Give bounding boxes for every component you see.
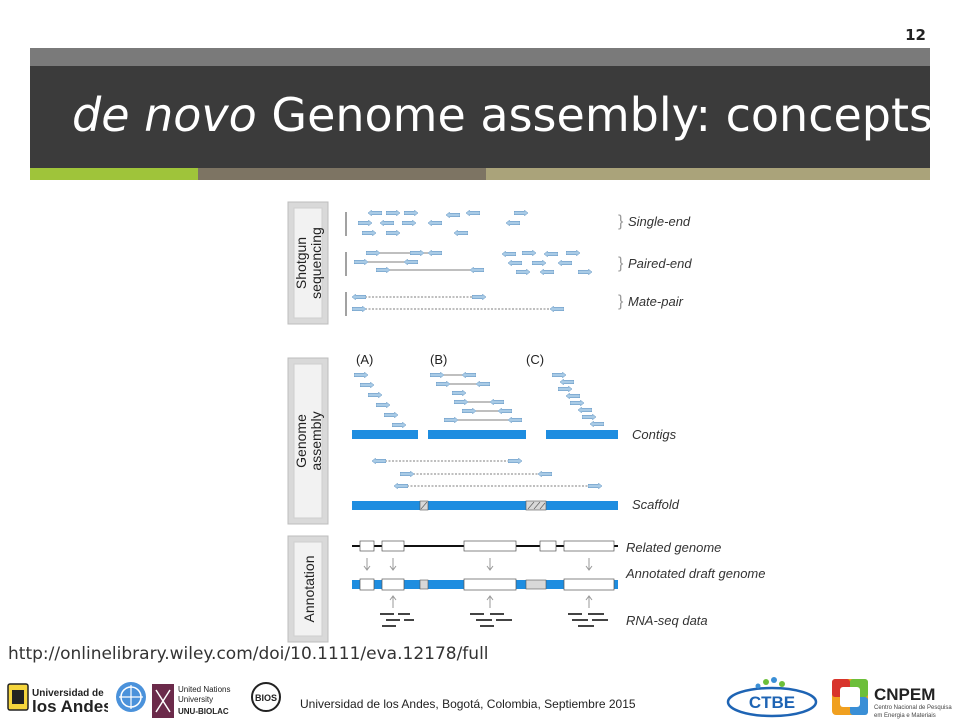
- title-rest: Genome assembly: concepts: [256, 88, 933, 142]
- scaffold-links: [372, 458, 602, 489]
- assembly-case-a: [354, 372, 406, 428]
- slide-title: de novo Genome assembly: concepts: [72, 88, 933, 142]
- title-italic: de novo: [72, 88, 257, 142]
- brace-mate-pair: }: [618, 293, 624, 310]
- footer-text: Universidad de los Andes, Bogotá, Colomb…: [300, 697, 636, 711]
- panel-shotgun: Shotgunsequencing: [287, 201, 329, 325]
- assembly-case-b: [430, 372, 522, 423]
- label-single-end: Single-end: [628, 214, 691, 229]
- panel-label-shotgun: Shotgunsequencing: [293, 227, 324, 299]
- label-rna-seq: RNA-seq data: [626, 613, 708, 628]
- paired-end-reads: Paired-end }: [345, 250, 692, 276]
- label-scaffold: Scaffold: [632, 497, 680, 512]
- panel-label-annotation: Annotation: [301, 556, 317, 623]
- assembly-case-labels: (A) (B) (C): [356, 352, 544, 367]
- accent-bar-khaki: [486, 168, 930, 180]
- mate-pair-reads: Mate-pair }: [345, 292, 684, 316]
- un-emblem-logo: [116, 682, 146, 712]
- case-c-label: (C): [526, 352, 544, 367]
- brace-single-end: }: [618, 213, 624, 230]
- genome-assembly-diagram: Shotgunsequencing Genomeassembly Annotat…: [287, 201, 766, 643]
- ctbe-logo-text: CTBE: [749, 693, 795, 712]
- slide-number: 12: [905, 26, 926, 44]
- cnpem-logo-sub2: em Energia e Materiais: [874, 713, 936, 719]
- source-link[interactable]: http://onlinelibrary.wiley.com/doi/10.11…: [8, 644, 489, 664]
- panel-label-assembly-1: Genome: [293, 414, 309, 468]
- label-related-genome: Related genome: [626, 540, 721, 555]
- uniandes-logo-line2: los Andes: [32, 697, 108, 716]
- unu-logo-line1: United Nations: [178, 685, 230, 694]
- annotation-arrows-up: [389, 595, 593, 608]
- label-annotated-draft-text: Annotated draft genome: [625, 566, 766, 581]
- case-a-label: (A): [356, 352, 373, 367]
- header-top-strip: [30, 48, 930, 66]
- label-mate-pair: Mate-pair: [628, 294, 684, 309]
- unu-logo-line3: UNU-BIOLAC: [178, 707, 229, 716]
- related-genome: Related genome: [352, 540, 721, 555]
- label-paired-end: Paired-end: [628, 256, 692, 271]
- header-band: [30, 66, 930, 168]
- assembly-case-c: [552, 372, 604, 427]
- panel-label-shotgun-2: sequencing: [308, 227, 324, 299]
- bios-logo-text: BIOS: [255, 693, 277, 703]
- ctbe-logo: CTBE: [726, 677, 818, 718]
- single-end-reads: Single-end }: [345, 210, 691, 236]
- label-annotated-draft: Annotated draft genome: [625, 566, 766, 581]
- rna-seq-reads: RNA-seq data: [380, 613, 708, 628]
- uniandes-logo: Universidad de los Andes: [7, 683, 108, 716]
- unu-biolac-logo: United Nations University UNU-BIOLAC: [152, 684, 230, 718]
- bios-logo: BIOS: [251, 682, 281, 712]
- contigs: Contigs: [352, 427, 677, 442]
- case-b-label: (B): [430, 352, 447, 367]
- uniandes-logo-line1: Universidad de: [32, 688, 104, 699]
- unu-logo-line2: University: [178, 695, 213, 704]
- label-contigs: Contigs: [632, 427, 677, 442]
- brace-paired-end: }: [618, 255, 624, 272]
- annotated-draft-genome: Annotated draft genome: [352, 566, 766, 591]
- accent-bar-green: [30, 168, 198, 180]
- cnpem-logo-name: CNPEM: [874, 685, 935, 704]
- scaffold: Scaffold: [352, 497, 680, 512]
- cnpem-logo-sub1: Centro Nacional de Pesquisa: [874, 705, 952, 711]
- accent-bar-taupe: [198, 168, 486, 180]
- panel-annotation: Annotation: [287, 535, 329, 643]
- cnpem-logo: CNPEM Centro Nacional de Pesquisa em Ene…: [832, 679, 952, 719]
- panel-label-assembly: Genomeassembly: [293, 411, 324, 470]
- panel-assembly: Genomeassembly: [287, 357, 329, 525]
- annotation-arrows-down: [363, 558, 593, 571]
- panel-label-shotgun-1: Shotgun: [293, 237, 309, 289]
- panel-label-assembly-2: assembly: [308, 411, 324, 470]
